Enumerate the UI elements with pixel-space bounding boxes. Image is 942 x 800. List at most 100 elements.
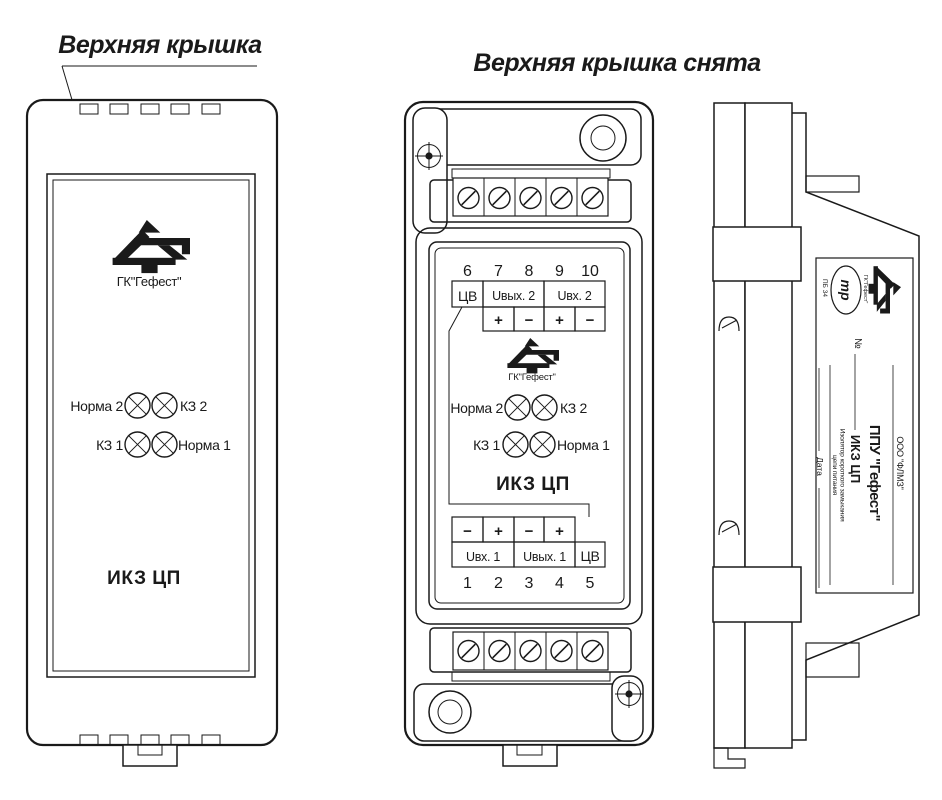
terminal-number: 10: [581, 263, 599, 280]
side-view: ГК"Гефест" тр ПБ 34 ООО "ФЛМЗ" ППУ "Гефе…: [712, 102, 920, 769]
label-product: ППУ "Гефест": [866, 425, 883, 522]
terminal-screw-icon: [457, 639, 480, 663]
terminal-number: 2: [494, 575, 503, 592]
terminal-label-cv: ЦВ: [458, 288, 477, 304]
label-date: Дата: [815, 457, 825, 476]
device-case: [25, 98, 279, 747]
mounting-hole-inner: [590, 125, 616, 151]
lamp-icon: [151, 392, 178, 419]
terminal-number: 8: [525, 263, 534, 280]
certification-code: ПБ 34: [821, 279, 828, 297]
terminal-number: 5: [586, 575, 595, 592]
terminal-screw-icon: [488, 186, 511, 210]
indicator-label-kz2: КЗ 2: [180, 398, 207, 414]
indicator-label-norma2: Норма 2: [70, 398, 123, 414]
terminal-block-top: [429, 168, 632, 223]
lamp-icon: [531, 394, 558, 421]
label-model: ИКЗ ЦП: [848, 435, 863, 483]
cover-opening: [415, 227, 643, 625]
terminal-block-profile-bottom: [712, 566, 802, 623]
din-clip: [718, 316, 740, 332]
polarity-sign: −: [463, 523, 472, 540]
terminal-number: 7: [494, 263, 503, 280]
terminal-label-uout1: Uвых. 1: [523, 550, 566, 564]
device-model-text: ИКЗ ЦП: [107, 568, 181, 589]
device-model-text: ИКЗ ЦП: [496, 474, 570, 495]
front-view-with-cover: ГК"Гефест" Норма 2 КЗ 2 КЗ 1 Норма 1 ИКЗ…: [25, 98, 279, 767]
terminal-table-top: 6 7 8 9 10 ЦВ Uвых. 2 Uвх. 2 + − + −: [451, 263, 606, 332]
logo-caption: ГК"Гефест": [862, 275, 868, 304]
bottom-right-screw-tab: [611, 675, 644, 742]
terminal-label-uin2: Uвх. 2: [557, 289, 591, 303]
din-clip: [718, 520, 740, 536]
din-latch: [122, 744, 178, 767]
terminal-cover-step-top: [805, 175, 860, 193]
label-description-2: цепи питания: [831, 455, 838, 496]
terminal-number: 6: [463, 263, 472, 280]
front-panel-inner: [52, 179, 250, 672]
terminal-screw-icon: [519, 186, 542, 210]
polarity-sign: +: [494, 312, 503, 329]
terminal-screw-icon: [581, 186, 604, 210]
polarity-sign: +: [494, 523, 503, 540]
title-cover-removed: Верхняя крышка снята: [473, 49, 761, 77]
polarity-sign: −: [525, 312, 534, 329]
indicator-label-norma1: Норма 1: [557, 437, 610, 453]
indicator-row-1: Норма 2 КЗ 2: [70, 392, 208, 419]
terminal-screw-icon: [488, 639, 511, 663]
logo-caption: ГК"Гефест": [117, 274, 182, 289]
inner-panel-outer: [428, 241, 631, 610]
top-left-screw-tab: [412, 107, 448, 234]
lamp-icon: [502, 431, 529, 458]
lamp-icon: [504, 394, 531, 421]
indicator-label-kz2: КЗ 2: [560, 400, 587, 416]
label-description-1: Изолятор короткого замыкания: [839, 429, 846, 522]
indicator-row-2: КЗ 1 Норма 1: [473, 431, 610, 458]
terminal-number: 4: [555, 575, 564, 592]
terminal-screw-icon: [457, 186, 480, 210]
mounting-hole: [579, 114, 627, 162]
indicator-label-norma1: Норма 1: [178, 437, 231, 453]
side-wall-strip: [744, 102, 793, 749]
terminal-screw-icon: [550, 186, 573, 210]
indicator-row-1: Норма 2 КЗ 2: [450, 394, 588, 421]
lamp-icon: [124, 431, 151, 458]
label-company: ООО "ФЛМЗ": [895, 436, 905, 489]
terminal-screw-icon: [519, 639, 542, 663]
label-number: №: [852, 338, 863, 349]
polarity-sign: −: [586, 312, 595, 329]
terminal-number: 3: [525, 575, 534, 592]
certification-mark-icon: [830, 265, 862, 315]
side-foot: [713, 747, 746, 769]
certification-mark-text: тр: [838, 280, 854, 301]
logo-caption: ГК"Гефест": [508, 372, 555, 383]
front-panel-outer: [46, 173, 256, 678]
terminal-cover-step-bottom: [805, 642, 860, 678]
terminal-block-bottom: [429, 627, 632, 682]
indicator-row-2: КЗ 1 Норма 1: [96, 431, 231, 458]
side-body-outline: [792, 112, 920, 741]
terminal-label-uout2: Uвых. 2: [492, 289, 535, 303]
indicator-label-norma2: Норма 2: [450, 400, 503, 416]
side-rail-strip: [713, 102, 746, 749]
terminal-label-uin1: Uвх. 1: [466, 550, 500, 564]
device-sticker-content: ГК"Гефест" тр ПБ 34 ООО "ФЛМЗ" ППУ "Гефе…: [815, 265, 905, 588]
indicator-label-kz1: КЗ 1: [96, 437, 123, 453]
front-view-cover-removed: 6 7 8 9 10 ЦВ Uвых. 2 Uвх. 2 + − + − ГК"…: [403, 100, 655, 767]
cv-link-line: [448, 306, 590, 517]
polarity-sign: +: [555, 312, 564, 329]
terminal-table-bottom: − + − + Uвх. 1 Uвых. 1 ЦВ 1 2 3 4 5: [451, 516, 606, 592]
title-top-cover: Верхняя крышка: [58, 31, 262, 59]
mounting-hole: [428, 690, 472, 734]
mounting-hole-inner: [437, 699, 463, 725]
terminal-screw-icon: [550, 639, 573, 663]
polarity-sign: −: [525, 523, 534, 540]
lamp-icon: [124, 392, 151, 419]
terminal-number: 1: [463, 575, 472, 592]
terminal-screw-icon: [581, 639, 604, 663]
polarity-sign: +: [555, 523, 564, 540]
indicator-label-kz1: КЗ 1: [473, 437, 500, 453]
lamp-icon: [529, 431, 556, 458]
